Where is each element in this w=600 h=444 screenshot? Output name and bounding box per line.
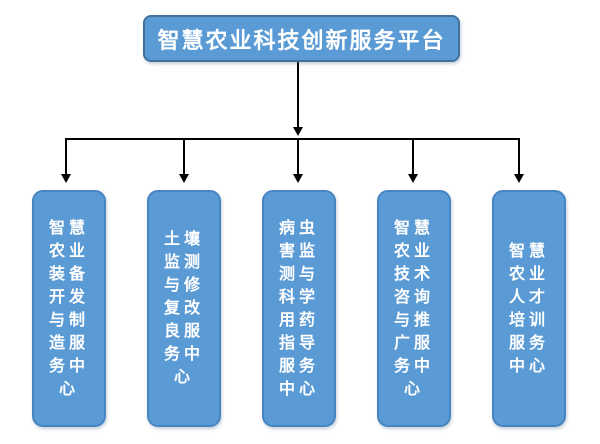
node-equipment-center: 智慧农业装备开发与制造服务中心 <box>32 190 106 427</box>
node-consulting-center: 智慧农业技术咨询与推广服务中心 <box>377 190 451 427</box>
node-pest-center: 病虫害监测与科学用药指导服务中心 <box>262 190 336 427</box>
node-soil-center: 土壤监测与修复改良服务中心 <box>147 190 221 427</box>
node-soil-center-label: 土壤监测与修复改良服务中心 <box>163 231 204 386</box>
node-pest-center-label: 病虫害监测与科学用药指导服务中心 <box>278 219 319 398</box>
node-consulting-center-label: 智慧农业技术咨询与推广服务中心 <box>393 219 434 398</box>
node-equipment-center-label: 智慧农业装备开发与制造服务中心 <box>48 219 89 398</box>
node-platform-root: 智慧农业科技创新服务平台 <box>143 15 460 62</box>
node-platform-root-label: 智慧农业科技创新服务平台 <box>157 27 446 53</box>
node-talent-center-label: 智慧农业人才培训服务中心 <box>508 242 549 375</box>
node-talent-center: 智慧农业人才培训服务中心 <box>492 190 566 427</box>
